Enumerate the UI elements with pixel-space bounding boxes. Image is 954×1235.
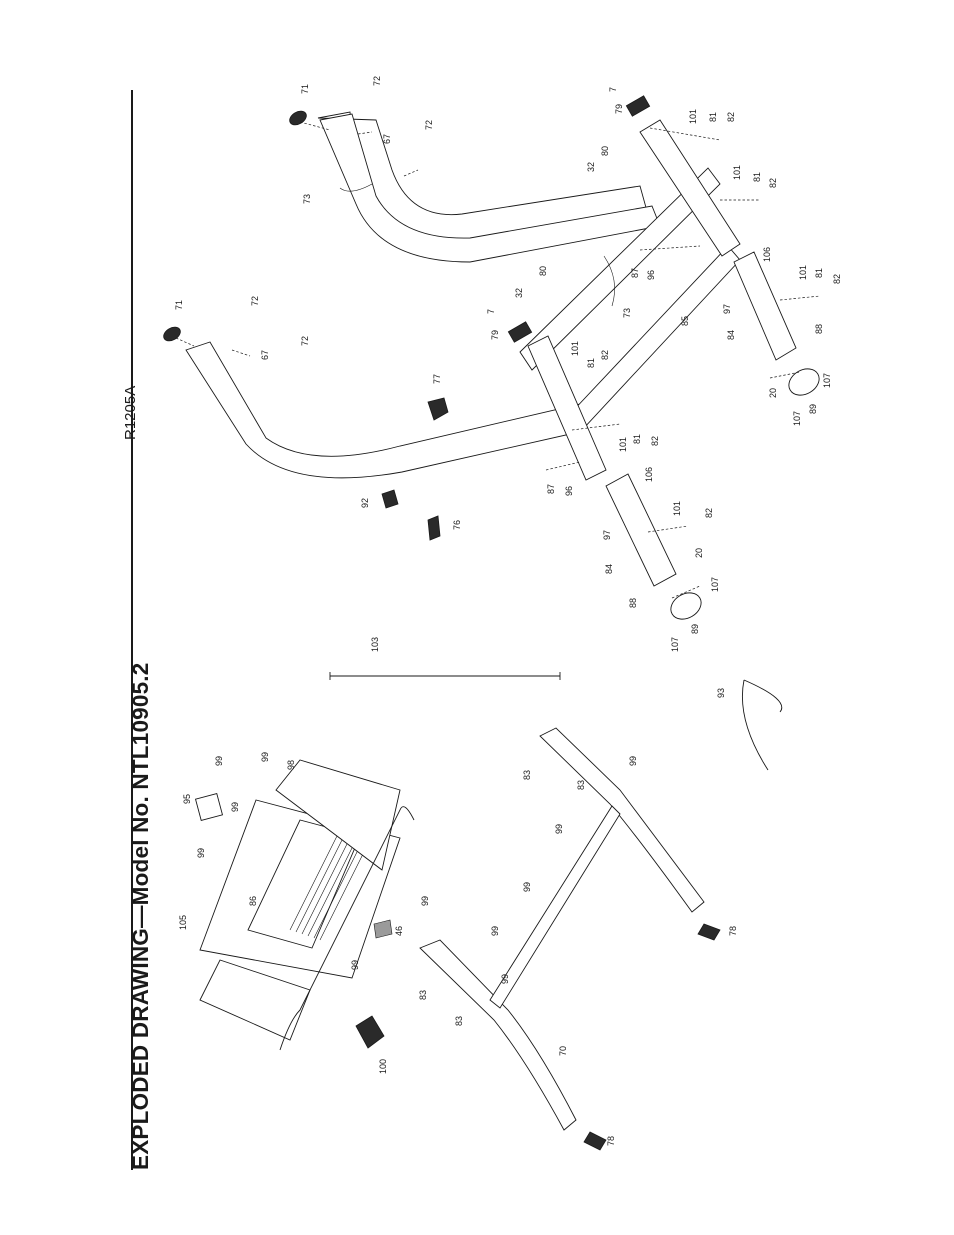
callout-label: 32 [586,162,596,172]
callout-label: 101 [798,265,808,280]
callout-label: 107 [710,577,720,592]
callout-label: 46 [394,926,404,936]
handrail-assembly [329,672,783,1151]
callout-label: 72 [372,76,382,86]
callout-labels: 7 79 101 81 82 80 32 71 72 67 72 73 101 … [174,76,842,1146]
callout-label: 99 [500,974,510,984]
callout-label: 83 [576,780,586,790]
title-rule [131,90,133,1170]
callout-label: 97 [722,304,732,314]
callout-label: 85 [680,316,690,326]
callout-label: 70 [558,1046,568,1056]
callout-label: 7 [608,87,618,92]
callout-label: 81 [814,268,824,278]
callout-label: 96 [564,486,574,496]
callout-label: 71 [174,300,184,310]
callout-label: 20 [694,548,704,558]
deck-assembly [194,759,415,1051]
callout-label: 72 [250,296,260,306]
callout-label: 99 [554,824,564,834]
callout-label: 107 [670,637,680,652]
callout-label: 78 [606,1136,616,1146]
callout-label: 83 [418,990,428,1000]
callout-label: 99 [420,896,430,906]
callout-label: 93 [716,688,726,698]
callout-label: 101 [618,437,628,452]
callout-label: 97 [602,530,612,540]
callout-label: 83 [454,1016,464,1026]
callout-label: 106 [762,247,772,262]
callout-label: 79 [490,330,500,340]
callout-label: 82 [600,350,610,360]
callout-label: 86 [248,896,258,906]
callout-label: 67 [382,134,392,144]
callout-label: 73 [622,308,632,318]
callout-label: 81 [586,358,596,368]
callout-label: 99 [490,926,500,936]
callout-label: 99 [196,848,206,858]
callout-label: 107 [792,411,802,426]
callout-label: 82 [832,274,842,284]
callout-label: 88 [628,598,638,608]
callout-label: 99 [522,882,532,892]
callout-label: 98 [286,760,296,770]
callout-label: 101 [672,501,682,516]
callout-label: 81 [752,172,762,182]
callout-label: 77 [432,374,442,384]
callout-label: 105 [178,915,188,930]
callout-label: 7 [486,309,496,314]
callout-label: 72 [424,120,434,130]
callout-label: 87 [546,484,556,494]
callout-label: 100 [378,1059,388,1074]
callout-label: 82 [650,436,660,446]
callout-label: 73 [302,194,312,204]
callout-label: 82 [768,178,778,188]
callout-label: 20 [768,388,778,398]
callout-label: 99 [214,756,224,766]
callout-label: 106 [644,467,654,482]
callout-label: 76 [452,520,462,530]
callout-label: 67 [260,350,270,360]
callout-label: 81 [632,434,642,444]
callout-label: 89 [690,624,700,634]
callout-label: 96 [646,270,656,280]
callout-label: 89 [808,404,818,414]
callout-label: 95 [182,794,192,804]
callout-label: 99 [230,802,240,812]
callout-label: 79 [614,104,624,114]
callout-label: 99 [628,756,638,766]
callout-label: 82 [704,508,714,518]
callout-label: 32 [514,288,524,298]
callout-label: 92 [360,498,370,508]
callout-label: 101 [570,341,580,356]
callout-label: 78 [728,926,738,936]
callout-label: 103 [370,637,380,652]
callout-label: 84 [604,564,614,574]
callout-label: 99 [260,752,270,762]
upright-frame [163,95,821,620]
callout-label: 80 [538,266,548,276]
callout-label: 87 [630,268,640,278]
callout-label: 107 [822,373,832,388]
callout-label: 101 [688,109,698,124]
callout-label: 88 [814,324,824,334]
callout-label: 71 [300,84,310,94]
callout-label: 82 [726,112,736,122]
callout-label: 101 [732,165,742,180]
callout-label: 84 [726,330,736,340]
callout-label: 80 [600,146,610,156]
callout-label: 72 [300,336,310,346]
callout-label: 83 [522,770,532,780]
callout-label: 99 [350,960,360,970]
callout-label: 81 [708,112,718,122]
